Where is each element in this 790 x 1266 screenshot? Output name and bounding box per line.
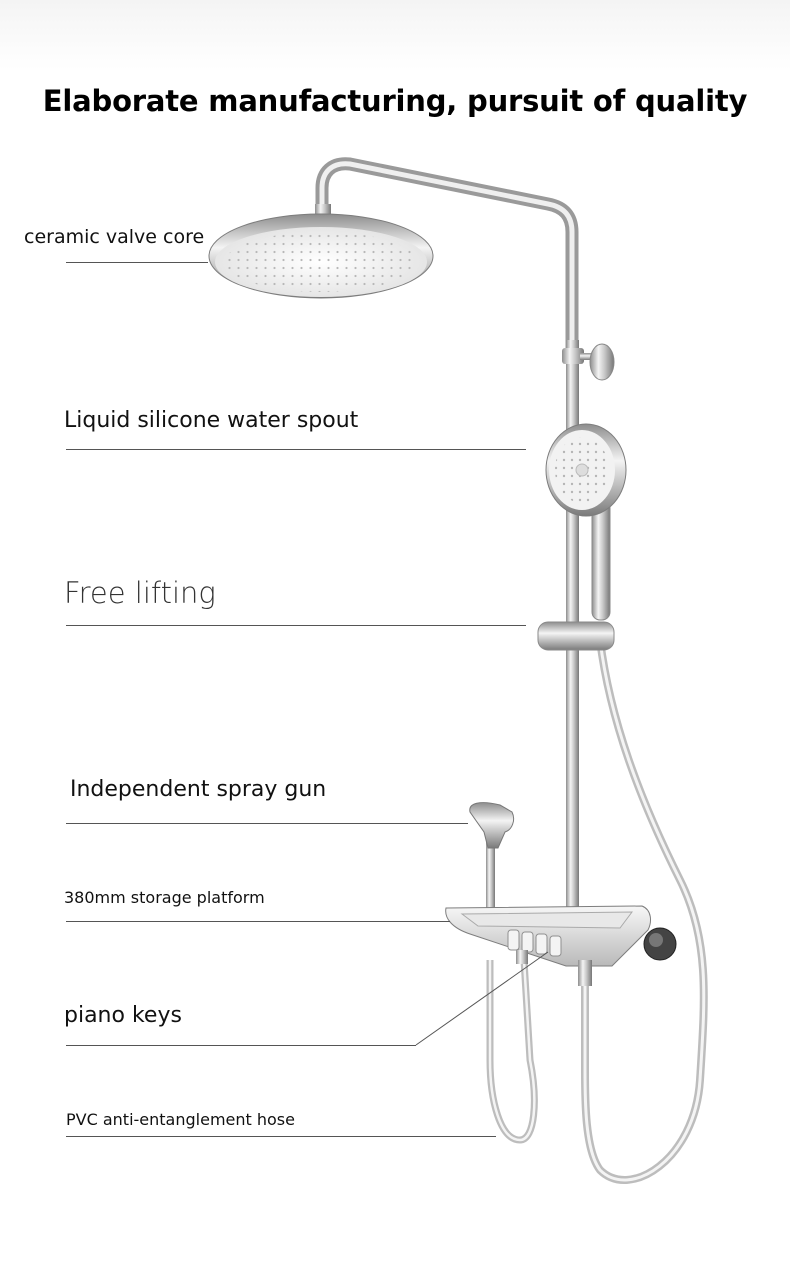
feature-label-hose: PVC anti-entanglement hose [66, 1110, 295, 1129]
leader-line-spray-gun [66, 823, 468, 824]
feature-label-valve: ceramic valve core [24, 226, 205, 248]
leader-line-valve [66, 262, 208, 263]
slider-holder [537, 621, 615, 651]
piano-keys [507, 929, 562, 957]
leader-line-hose [66, 1136, 496, 1137]
spray-gun [469, 802, 515, 849]
feature-label-silicone: Liquid silicone water spout [64, 408, 359, 433]
feature-label-piano-keys: piano keys [64, 1003, 182, 1028]
leader-line-silicone [66, 449, 526, 450]
feature-label-spray-gun: Independent spray gun [70, 777, 327, 802]
leader-line-platform [66, 921, 450, 922]
feature-label-platform: 380mm storage platform [64, 888, 265, 907]
leader-line-piano-keys [66, 1045, 416, 1046]
feature-label-lifting: Free lifting [64, 576, 216, 610]
wall-bracket [589, 343, 615, 381]
top-shade [0, 0, 790, 70]
leader-line-lifting [66, 625, 526, 626]
page-title: Elaborate manufacturing, pursuit of qual… [42, 84, 748, 118]
